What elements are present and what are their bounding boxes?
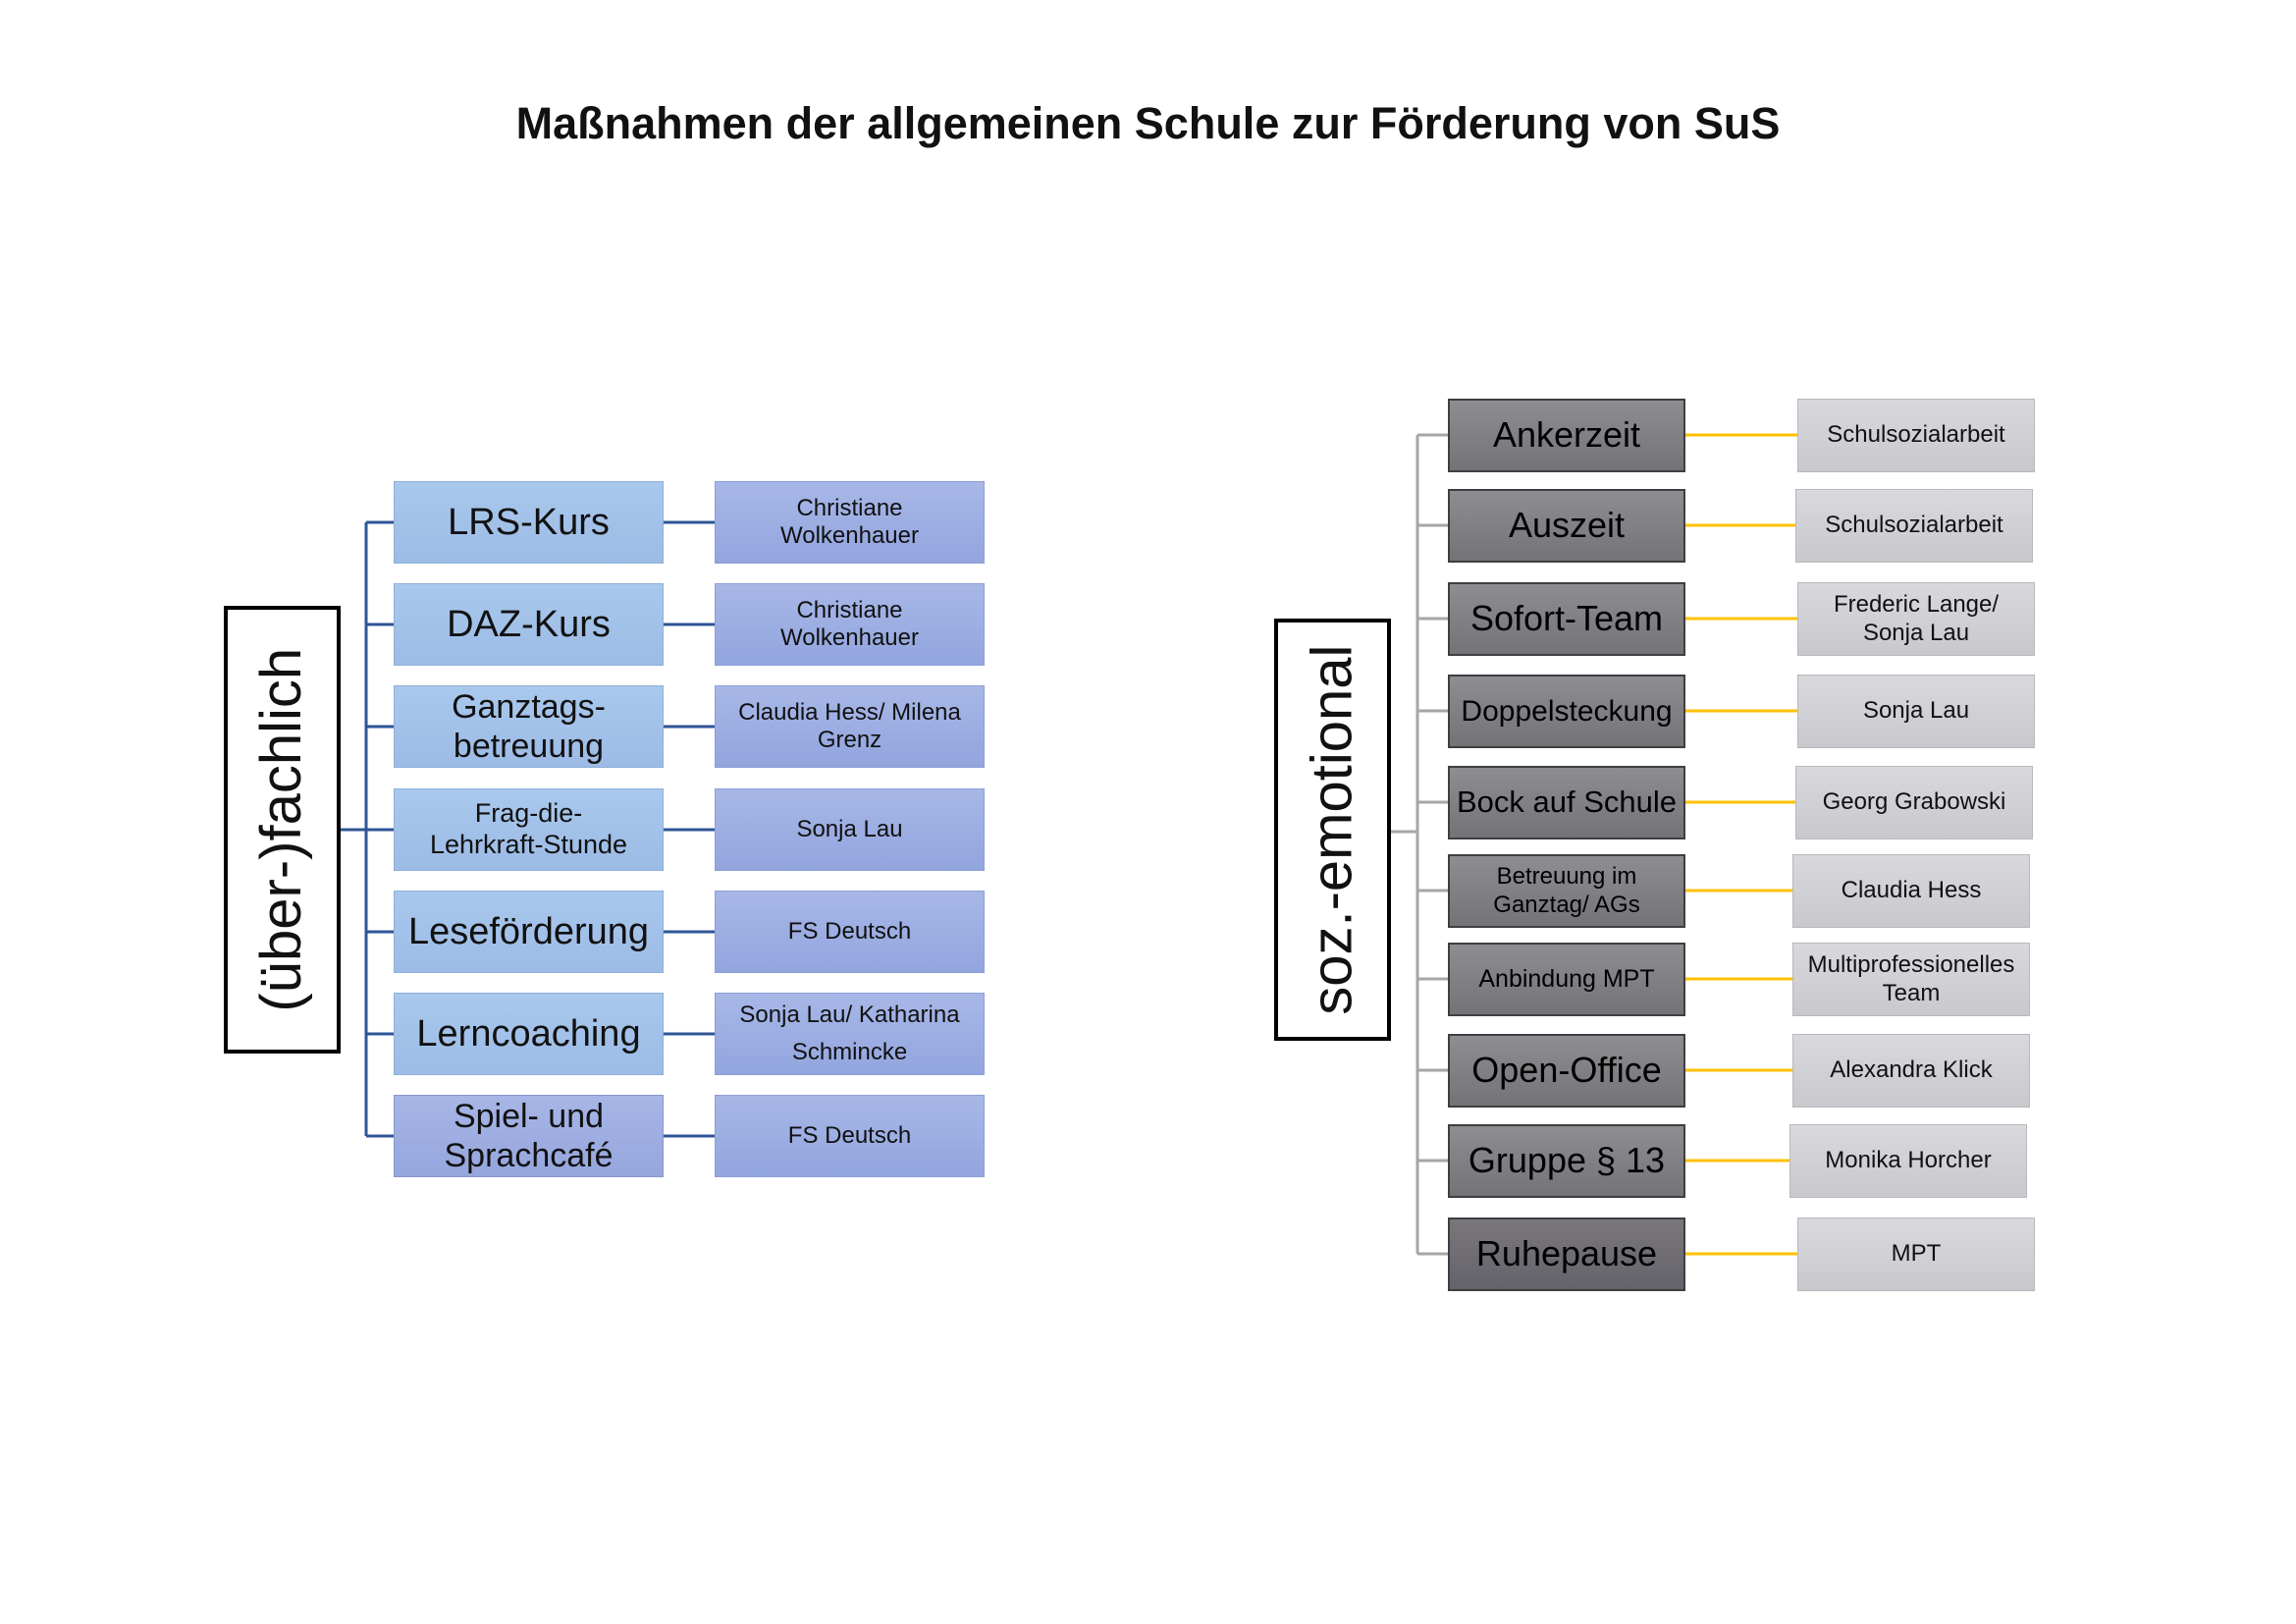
measure-left-2: DAZ-Kurs: [394, 583, 664, 666]
measure-left-4: Frag-die-Lehrkraft-Stunde: [394, 788, 664, 871]
responsible-right-9: Monika Horcher: [1789, 1124, 2027, 1198]
measure-right-3: Sofort-Team: [1448, 582, 1685, 656]
right-trunk-lines: [1391, 433, 1448, 1256]
responsible-right-6: Claudia Hess: [1792, 854, 2030, 928]
measure-left-6: Lerncoaching: [394, 993, 664, 1075]
measure-right-9: Gruppe § 13: [1448, 1124, 1685, 1198]
responsible-left-6: Sonja Lau/ Katharina Schmincke: [715, 993, 985, 1075]
category-left-label: (über-)fachlich: [249, 647, 314, 1012]
measure-right-1: Ankerzeit: [1448, 399, 1685, 472]
responsible-left-2: Christiane Wolkenhauer: [715, 583, 985, 666]
measure-left-1: LRS-Kurs: [394, 481, 664, 564]
right-branch-lines: [1685, 433, 1797, 1256]
responsible-right-4: Sonja Lau: [1797, 675, 2035, 748]
measure-left-3: Ganztags-betreuung: [394, 685, 664, 768]
responsible-left-3: Claudia Hess/ Milena Grenz: [715, 685, 985, 768]
measure-right-5: Bock auf Schule: [1448, 766, 1685, 839]
measure-right-4: Doppelsteckung: [1448, 675, 1685, 748]
measure-right-10: Ruhepause: [1448, 1218, 1685, 1291]
measure-left-5: Leseförderung: [394, 891, 664, 973]
responsible-right-5: Georg Grabowski: [1795, 766, 2033, 839]
measure-right-2: Auszeit: [1448, 489, 1685, 563]
responsible-left-5: FS Deutsch: [715, 891, 985, 973]
page-title: Maßnahmen der allgemeinen Schule zur För…: [515, 98, 1781, 148]
responsible-right-7: Multiprofessionelles Team: [1792, 943, 2030, 1016]
responsible-right-3: Frederic Lange/ Sonja Lau: [1797, 582, 2035, 656]
responsible-right-2: Schulsozialarbeit: [1795, 489, 2033, 563]
responsible-right-10: MPT: [1797, 1218, 2035, 1291]
measure-right-7: Anbindung MPT: [1448, 943, 1685, 1016]
category-right: soz.-emotional: [1274, 619, 1391, 1041]
responsible-right-1: Schulsozialarbeit: [1797, 399, 2035, 472]
responsible-right-8: Alexandra Klick: [1792, 1034, 2030, 1108]
measure-right-8: Open-Office: [1448, 1034, 1685, 1108]
responsible-left-4: Sonja Lau: [715, 788, 985, 871]
category-left: (über-)fachlich: [224, 606, 341, 1054]
left-connector-lines: [340, 520, 715, 1138]
measure-right-6: Betreuung im Ganztag/ AGs: [1448, 854, 1685, 928]
responsible-left-7: FS Deutsch: [715, 1095, 985, 1177]
measure-left-7: Spiel- und Sprachcafé: [394, 1095, 664, 1177]
responsible-left-1: Christiane Wolkenhauer: [715, 481, 985, 564]
category-right-label: soz.-emotional: [1300, 644, 1364, 1015]
